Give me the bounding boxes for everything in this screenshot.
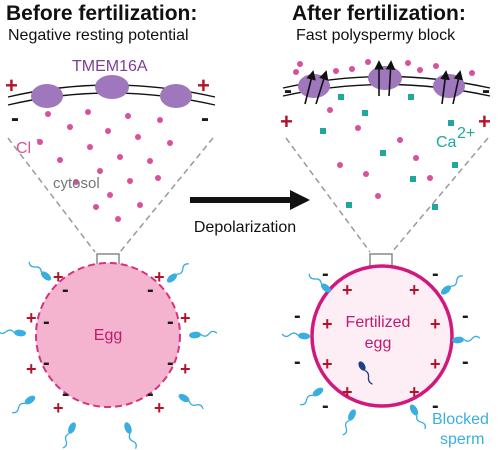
minus-sign: - — [284, 77, 292, 104]
channel-label: TMEM16A — [72, 58, 148, 75]
left-panel: Before fertilization: Negative resting p… — [0, 2, 218, 449]
calcium-label: Ca — [436, 134, 457, 151]
svg-text:-: - — [294, 305, 301, 327]
svg-text:+: + — [26, 308, 37, 328]
chloride-ions — [37, 109, 173, 222]
svg-text:-: - — [43, 352, 50, 374]
svg-text:+: + — [430, 354, 441, 374]
svg-text:+: + — [53, 267, 64, 287]
egg-label: Egg — [94, 327, 122, 344]
svg-text:-: - — [62, 279, 69, 301]
right-chloride-ions — [293, 59, 475, 199]
svg-text:+: + — [342, 280, 353, 300]
blocked-sperm-label-line1: Blocked — [432, 411, 489, 428]
egg-inner-charges: -- -- -- -- — [43, 279, 174, 405]
minus-sign: - — [482, 77, 490, 104]
svg-text:+: + — [154, 267, 165, 287]
fertilized-egg-label-line2: egg — [365, 335, 392, 352]
svg-text:+: + — [430, 314, 441, 334]
svg-text:-: - — [147, 279, 154, 301]
plus-sign: + — [280, 109, 293, 134]
plus-sign: + — [5, 73, 18, 98]
fertilizing-sperm — [358, 361, 373, 385]
channel-protein — [31, 84, 63, 108]
svg-text:+: + — [53, 398, 64, 418]
channel-protein — [95, 75, 129, 99]
transition-label: Depolarization — [194, 219, 296, 236]
calcium-ions — [320, 94, 458, 210]
zoom-line — [7, 137, 96, 253]
left-sperm — [0, 261, 218, 449]
svg-text:+: + — [180, 308, 191, 328]
svg-text:-: - — [167, 352, 174, 374]
svg-text:-: - — [294, 351, 301, 373]
minus-sign: - — [11, 105, 19, 132]
left-channels — [31, 75, 192, 108]
left-title: Before fertilization: — [6, 2, 197, 25]
svg-text:+: + — [322, 354, 333, 374]
channel-protein — [368, 66, 402, 90]
chloride-efflux-arrows — [304, 60, 464, 105]
plus-sign: + — [478, 109, 491, 134]
cytosol-label: cytosol — [53, 175, 100, 192]
svg-text:+: + — [409, 280, 420, 300]
zoom-line — [285, 137, 371, 253]
svg-text:-: - — [147, 383, 154, 405]
egg-outer-charges: + + + + + + + + — [26, 267, 191, 418]
fertilized-egg-cell — [310, 264, 454, 408]
zoom-line — [391, 137, 489, 253]
svg-text:+: + — [409, 382, 420, 402]
right-subtitle: Fast polyspermy block — [296, 27, 456, 44]
fertilized-inner-charges: + + + + + + + + — [322, 280, 441, 402]
svg-text:+: + — [180, 359, 191, 379]
svg-text:-: - — [167, 311, 174, 333]
chloride-charge: - — [36, 131, 41, 148]
svg-text:-: - — [43, 311, 50, 333]
svg-text:+: + — [342, 382, 353, 402]
svg-text:-: - — [322, 263, 329, 285]
svg-text:-: - — [322, 395, 329, 417]
zoom-line — [119, 137, 214, 253]
fertilized-outer-charges: -- -- -- -- — [294, 263, 469, 417]
calcium-charge: 2+ — [457, 125, 475, 142]
svg-text:-: - — [432, 395, 439, 417]
right-panel: After fertilization: Fast polyspermy blo… — [280, 2, 491, 448]
transition: Depolarization — [190, 190, 310, 236]
svg-text:-: - — [432, 263, 439, 285]
channel-protein — [433, 74, 465, 98]
channel-protein — [298, 74, 330, 98]
svg-text:-: - — [462, 305, 469, 327]
fertilized-egg-label-line1: Fertilized — [346, 314, 411, 331]
plus-sign: + — [197, 73, 210, 98]
right-title: After fertilization: — [292, 2, 466, 25]
svg-text:-: - — [462, 351, 469, 373]
svg-text:-: - — [62, 383, 69, 405]
blocked-sperm — [281, 273, 481, 436]
minus-sign: - — [201, 105, 209, 132]
svg-text:+: + — [322, 314, 333, 334]
svg-text:+: + — [26, 359, 37, 379]
chloride-label: Cl — [16, 140, 31, 157]
channel-protein — [160, 84, 192, 108]
left-subtitle: Negative resting potential — [8, 27, 189, 44]
egg-cell — [35, 262, 181, 408]
blocked-sperm-label-line2: sperm — [440, 431, 484, 448]
transition-arrow-head — [290, 190, 310, 210]
svg-text:+: + — [154, 398, 165, 418]
